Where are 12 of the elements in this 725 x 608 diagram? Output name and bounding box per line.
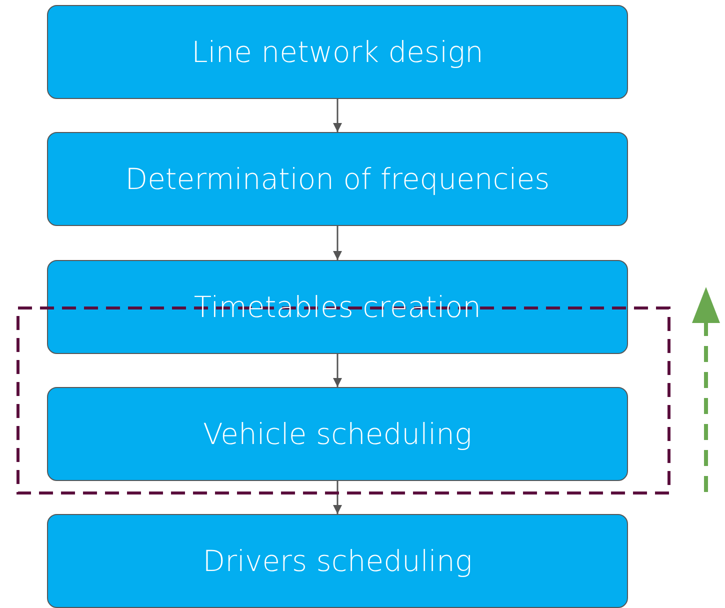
arrow [333, 481, 342, 514]
arrow [333, 99, 342, 132]
process-box [47, 514, 628, 608]
step-label: Vehicle scheduling [203, 417, 472, 451]
arrow [333, 226, 342, 260]
process-box [47, 132, 628, 226]
step-label: Determination of frequencies [125, 162, 550, 196]
step-label: Drivers scheduling [202, 544, 472, 578]
arrow [333, 354, 342, 387]
process-box [47, 387, 628, 481]
step-label: Line network design [192, 35, 484, 69]
process-box [47, 5, 628, 99]
